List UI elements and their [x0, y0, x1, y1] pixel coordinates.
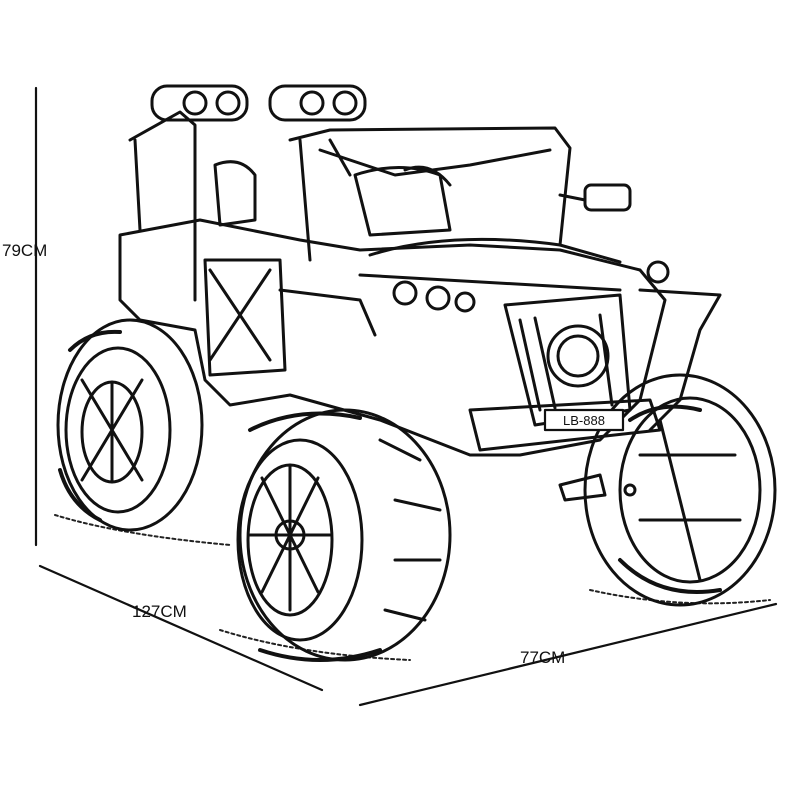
width-label: 77CM	[520, 648, 566, 667]
height-label: 79CM	[2, 241, 48, 260]
length-label: 127CM	[132, 602, 187, 621]
license-plate-text: LB-888	[563, 413, 605, 428]
rear-left-wheel	[56, 318, 204, 532]
length-dimension-line	[38, 564, 324, 692]
license-plate: LB-888	[543, 408, 625, 432]
dimension-lines	[34, 86, 778, 707]
rear-right-wheel	[583, 373, 777, 607]
vehicle-body	[118, 84, 722, 502]
width-dimension-line	[358, 602, 778, 707]
front-left-wheel	[236, 408, 452, 662]
ground-shadow	[54, 514, 771, 661]
